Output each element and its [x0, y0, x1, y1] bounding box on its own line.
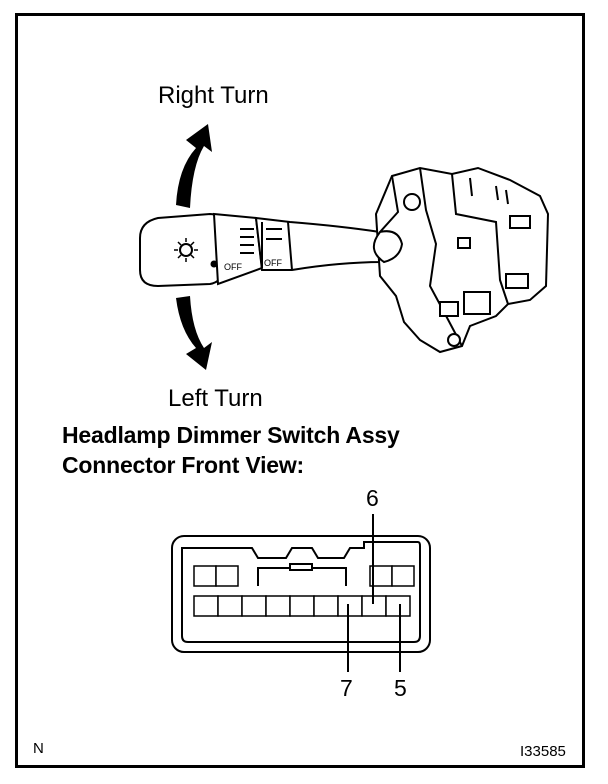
figure-id: I33585: [520, 743, 566, 760]
pin-7-label: 7: [340, 675, 353, 701]
connector-top-row: [193, 565, 415, 587]
right-turn-arrow: [176, 124, 212, 208]
cavity-bottom-3: [241, 595, 267, 617]
cavity-bottom-9: [385, 595, 411, 617]
connector-bottom-row: [193, 595, 411, 617]
ring-markings: OFF OFF: [224, 228, 282, 272]
connector-front-view: [171, 535, 431, 653]
cavity-bottom-2: [217, 595, 243, 617]
connector-outer: [171, 535, 431, 653]
cavity-top-1: [193, 565, 217, 587]
heading-line-2: Connector Front View:: [62, 452, 304, 478]
right-turn-label: Right Turn: [158, 82, 269, 109]
left-turn-arrow: [176, 296, 212, 370]
cavity-top-4: [391, 565, 415, 587]
connector-inner: [181, 541, 421, 643]
left-turn-label: Left Turn: [168, 385, 263, 412]
cavity-bottom-5: [289, 595, 315, 617]
pin-5-label: 5: [394, 675, 407, 701]
off-mark-1: OFF: [224, 262, 242, 272]
pin-leader-lines: [347, 514, 401, 672]
switch-body: [373, 166, 550, 354]
off-mark-2: OFF: [264, 258, 282, 268]
heading-line-1: Headlamp Dimmer Switch Assy: [62, 422, 400, 448]
cavity-bottom-6: [313, 595, 339, 617]
orientation-mark: N: [33, 740, 44, 757]
cavity-bottom-4: [265, 595, 291, 617]
cavity-bottom-1: [193, 595, 219, 617]
cavity-top-2: [215, 565, 239, 587]
diagram-frame: [15, 13, 585, 768]
cavity-bottom-7: [337, 595, 363, 617]
switch-lever: [139, 212, 386, 288]
pin-6-label: 6: [366, 485, 379, 511]
